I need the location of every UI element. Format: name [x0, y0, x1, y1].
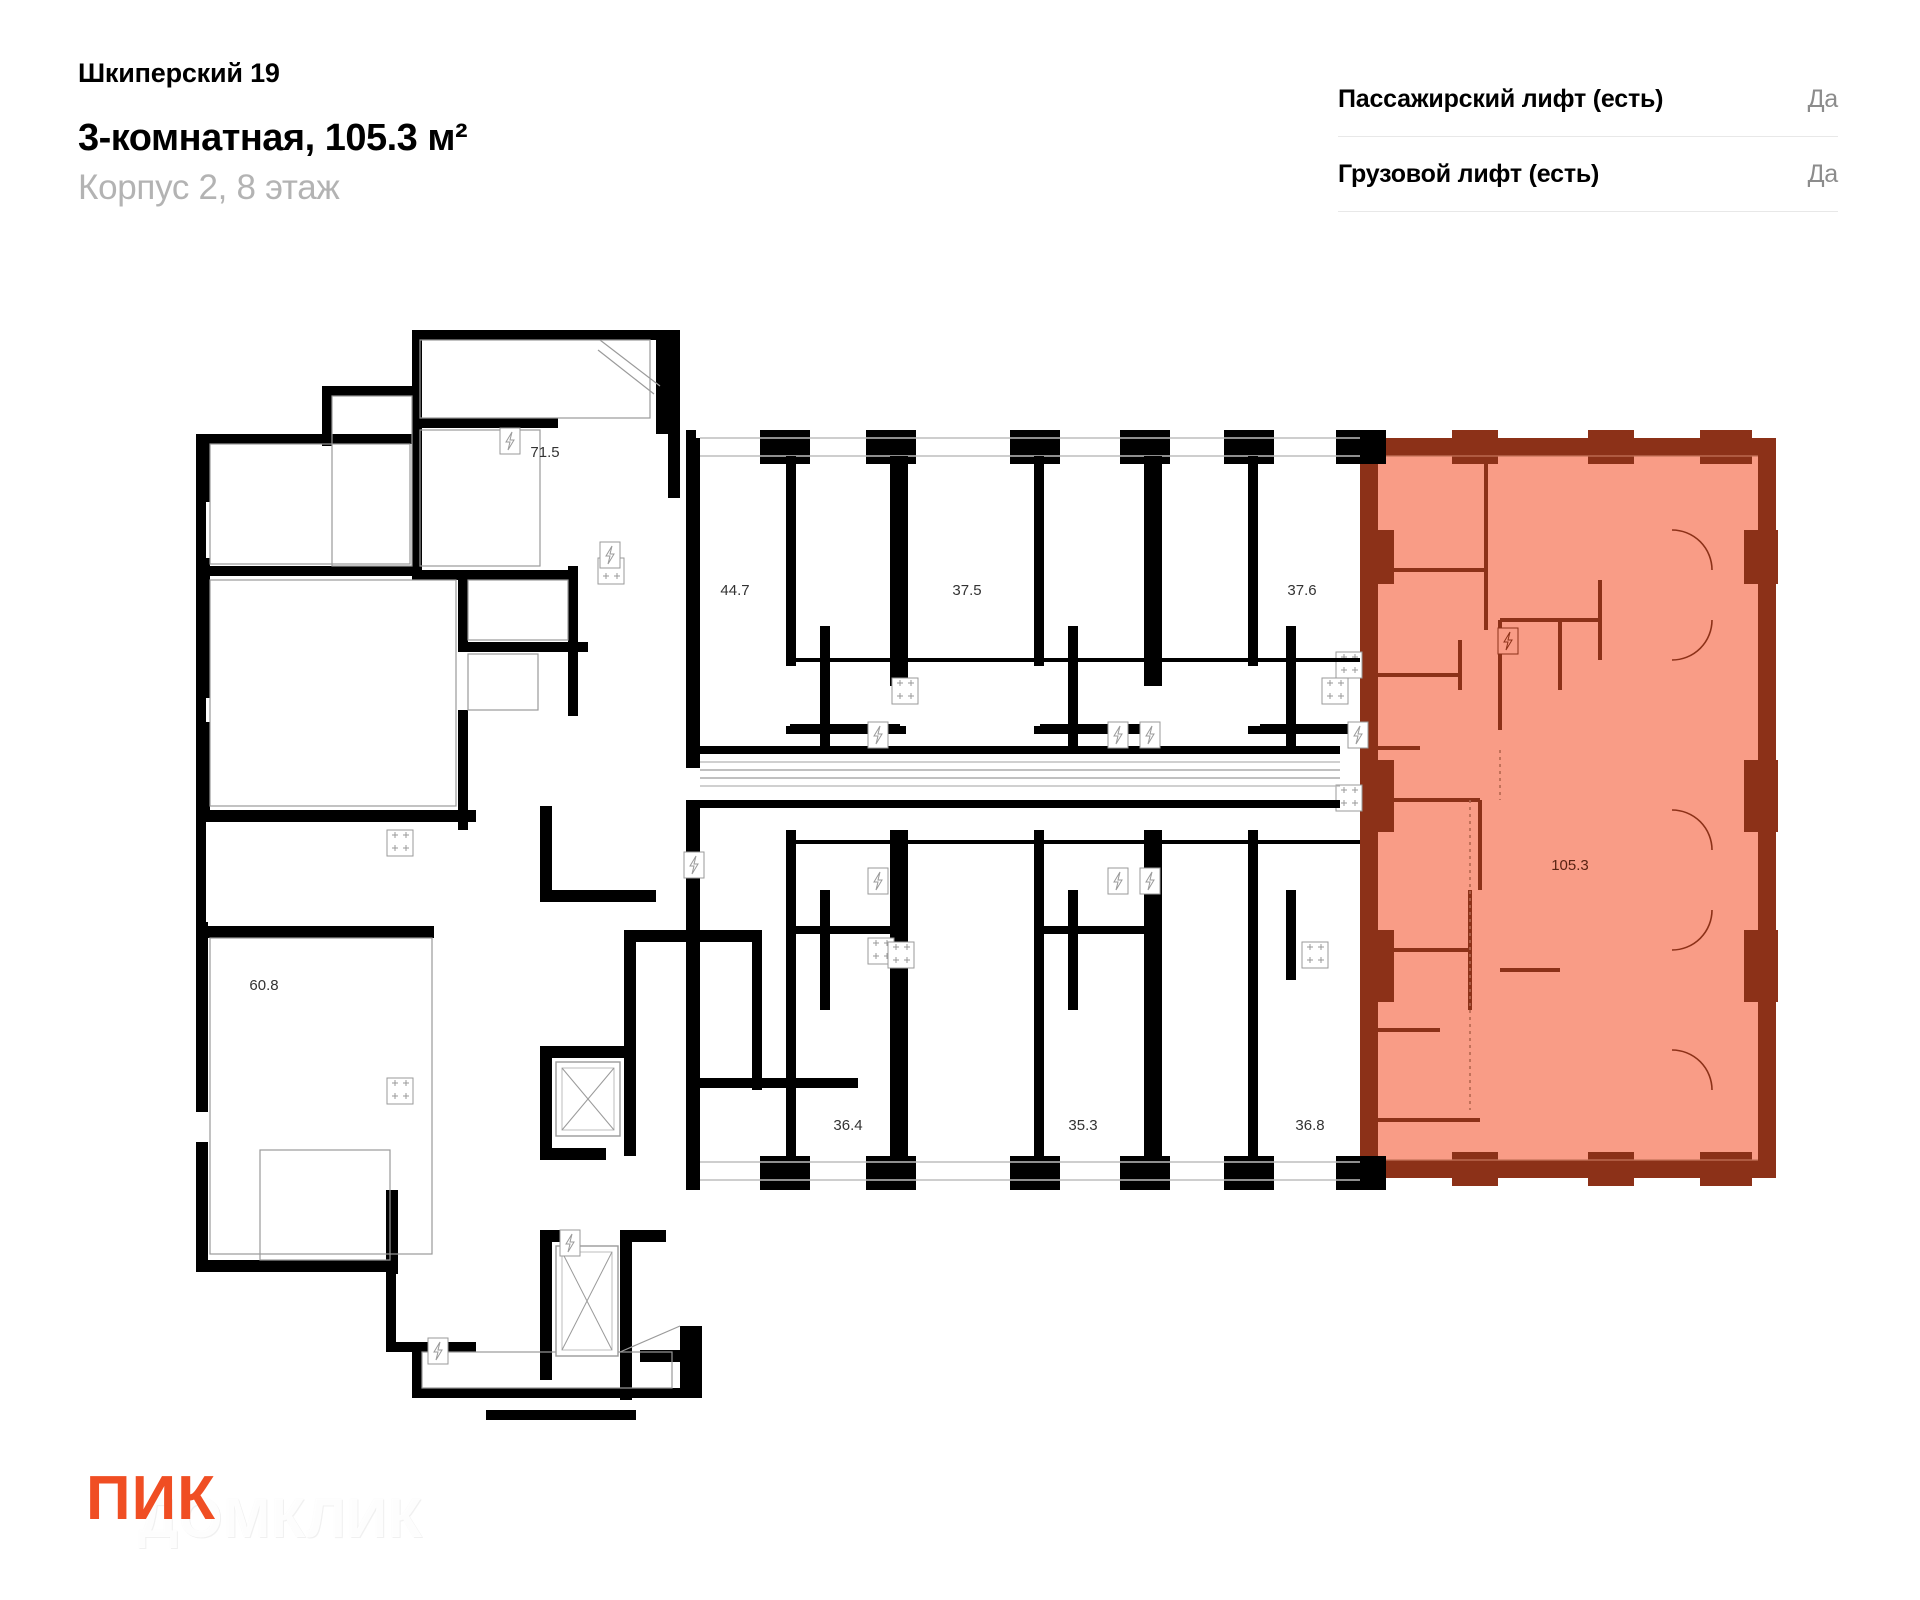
area-label-37-5: 37.5	[952, 582, 981, 599]
info-row-freight-elevator: Грузовой лифт (есть) Да	[1338, 137, 1838, 212]
area-label-36-4: 36.4	[833, 1117, 862, 1134]
electrical-panel-icon	[559, 1229, 581, 1257]
area-label-37-6: 37.6	[1287, 582, 1316, 599]
electrical-panel-icon	[1139, 721, 1161, 749]
info-panel: Пассажирский лифт (есть) Да Грузовой лиф…	[1338, 62, 1838, 212]
page-subtitle: Корпус 2, 8 этаж	[78, 167, 340, 207]
page-title: 3-комнатная, 105.3 м²	[78, 117, 468, 160]
electrical-panel-icon	[1107, 867, 1129, 895]
electrical-panel-icon	[867, 867, 889, 895]
info-label-freight-elevator: Грузовой лифт (есть)	[1338, 159, 1600, 188]
area-label-60-8: 60.8	[249, 977, 278, 994]
info-label-passenger-elevator: Пассажирский лифт (есть)	[1338, 84, 1664, 113]
electrical-panel-icon	[1347, 721, 1369, 749]
electrical-panel-icon	[1107, 721, 1129, 749]
branding-area: ДОМКЛИК ПИК	[80, 1460, 500, 1570]
stove-icon	[386, 1077, 414, 1105]
floor-plan-drawing[interactable]: 71.5 44.7 37.5 37.6 60.8 36.4 35.3 36.8 …	[0, 330, 1920, 1420]
stove-icon	[891, 677, 919, 705]
header-left: Шкиперский 19 3-комнатная, 105.3 м² Корп…	[78, 58, 898, 209]
area-label-35-3: 35.3	[1068, 1117, 1097, 1134]
selected-unit-highlight[interactable]	[1335, 430, 1778, 1186]
unit-area-labels: 71.5 44.7 37.5 37.6 60.8 36.4 35.3 36.8 …	[249, 444, 1588, 1134]
complex-name: Шкиперский 19	[78, 58, 280, 88]
stove-icon	[1335, 651, 1363, 679]
area-label-36-8: 36.8	[1295, 1117, 1324, 1134]
electrical-panel-icon	[499, 427, 521, 455]
fixture-icons	[386, 427, 1369, 1365]
elevator-passenger	[555, 1061, 621, 1137]
electrical-panel-icon	[867, 721, 889, 749]
building-structure	[196, 330, 1386, 1420]
area-label-105-3: 105.3	[1551, 857, 1589, 874]
info-value-freight-elevator: Да	[1807, 159, 1839, 188]
stove-icon	[386, 829, 414, 857]
floor-plan-canvas[interactable]: 71.5 44.7 37.5 37.6 60.8 36.4 35.3 36.8 …	[0, 330, 1920, 1420]
electrical-panel-icon	[1139, 867, 1161, 895]
info-row-passenger-elevator: Пассажирский лифт (есть) Да	[1338, 62, 1838, 137]
elevator-freight	[555, 1245, 619, 1357]
stove-icon	[887, 941, 915, 969]
stove-icon	[1321, 677, 1349, 705]
house-icon	[80, 1490, 132, 1546]
electrical-panel-icon	[1497, 627, 1519, 655]
pik-logo: ПИК	[86, 1464, 216, 1533]
domclick-text: ДОМКЛИК	[138, 1486, 424, 1549]
electrical-panel-icon	[683, 851, 705, 879]
area-label-44-7: 44.7	[720, 582, 749, 599]
domclick-watermark: ДОМКЛИК	[80, 1490, 423, 1546]
info-value-passenger-elevator: Да	[1807, 84, 1839, 113]
electrical-panel-icon	[599, 541, 621, 569]
electrical-panel-icon	[427, 1337, 449, 1365]
area-label-71-5: 71.5	[530, 444, 559, 461]
house-icon-svg	[83, 1492, 129, 1543]
plan-fixtures	[209, 339, 1340, 1389]
stove-icon	[1301, 941, 1329, 969]
